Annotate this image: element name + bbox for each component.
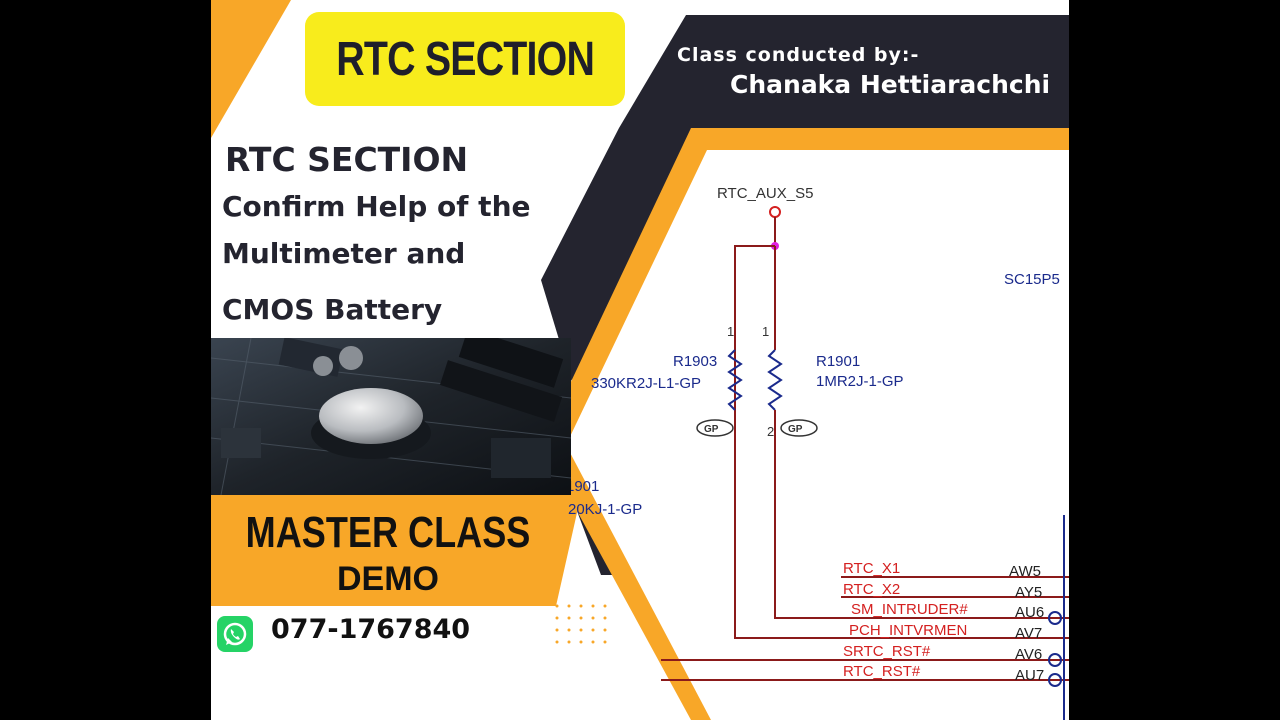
- whatsapp-icon: [217, 616, 253, 652]
- net-name: RTC_X2: [843, 581, 900, 598]
- pin-name: AU6: [1015, 604, 1044, 621]
- section-line-2: Multimeter and: [222, 237, 466, 270]
- title-badge: RTC SECTION: [305, 12, 625, 106]
- coin-cell: [319, 388, 423, 444]
- credit-label: Class conducted by:-: [677, 44, 920, 66]
- net-name: RTC_RST#: [843, 663, 921, 680]
- net-name: PCH_INTVRMEN: [849, 622, 967, 639]
- pin1-left: 1: [727, 324, 734, 339]
- net-label-rtc-aux: RTC_AUX_S5: [717, 185, 813, 202]
- pin-name: AV7: [1015, 625, 1042, 642]
- cmos-battery-photo: [211, 338, 571, 495]
- r1901-ref: R1901: [816, 353, 860, 370]
- pin-name: AY5: [1015, 584, 1042, 601]
- title-text: RTC SECTION: [336, 32, 595, 86]
- section-heading: RTC SECTION: [225, 140, 469, 179]
- section-line-3: CMOS Battery: [222, 293, 443, 326]
- r-partial-value: 20KJ-1-GP: [568, 501, 642, 518]
- pin-name: AV6: [1015, 646, 1042, 663]
- resistor-r1903: [727, 349, 743, 411]
- phone-number: 077-1767840: [271, 614, 471, 645]
- pin1-right: 1: [762, 324, 769, 339]
- wire-left: [734, 245, 1069, 639]
- rtc-schematic: RTC_AUX_S5 1 1 2 R1903 330KR2J-L1-GP R19…: [566, 185, 1069, 720]
- resistor-r1901: [767, 349, 783, 411]
- r1901-value: 1MR2J-1-GP: [816, 373, 904, 390]
- svg-text:GP: GP: [704, 424, 719, 435]
- dots-decoration: [555, 604, 607, 644]
- master-class-line-2: DEMO: [337, 560, 439, 598]
- instructor-name: Chanaka Hettiarachchi: [730, 70, 1051, 99]
- wire-right: [774, 410, 1069, 619]
- net-name: RTC_X1: [843, 560, 900, 577]
- r-partial-ref: 1901: [566, 478, 599, 495]
- sc15p5-label: SC15P5: [1004, 271, 1060, 288]
- section-line-1: Confirm Help of the: [222, 190, 531, 223]
- net-name: SM_INTRUDER#: [851, 601, 968, 618]
- master-class-block: [211, 495, 581, 606]
- pin2-right: 2: [767, 424, 774, 439]
- master-class-line-1: MASTER CLASS: [245, 508, 531, 557]
- header-dark-band: [619, 15, 1069, 128]
- pin-name: AW5: [1009, 563, 1041, 580]
- r1903-value: 330KR2J-L1-GP: [591, 375, 701, 392]
- thumbnail: RTC_AUX_S5 1 1 2 R1903 330KR2J-L1-GP R19…: [211, 0, 1069, 720]
- net-name: SRTC_RST#: [843, 643, 931, 660]
- svg-text:GP: GP: [788, 424, 803, 435]
- corner-orange-shape: [211, 0, 291, 138]
- r1903-ref: R1903: [673, 353, 717, 370]
- net-port-circle: [769, 206, 781, 218]
- gp-badge-left: [696, 419, 734, 437]
- background-shapes: [211, 0, 1069, 720]
- gp-badge-right: [780, 419, 818, 437]
- pin-name: AU7: [1015, 667, 1044, 684]
